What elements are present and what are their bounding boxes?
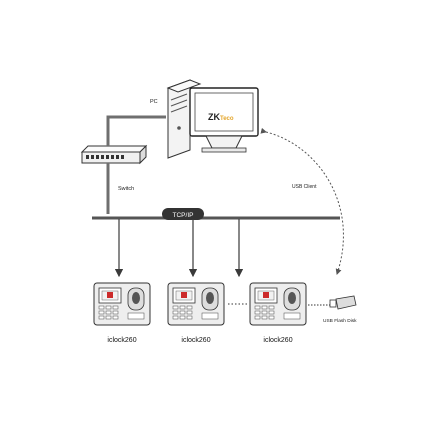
network-switch-icon xyxy=(80,144,148,165)
device-label-3: iclock260 xyxy=(263,337,292,344)
switch-label: Switch xyxy=(118,186,134,192)
desktop-pc-icon: ZKTeco xyxy=(166,79,259,159)
zkteco-logo: ZKTeco xyxy=(208,112,234,122)
pc-switch-cable xyxy=(106,115,166,146)
fingerprint-terminal-icon xyxy=(93,282,151,326)
pc-label: PC xyxy=(150,99,158,105)
fingerprint-terminal-icon xyxy=(167,282,225,326)
usb-flash-disk-label: USB Flash Disk xyxy=(323,318,357,324)
usb-client-link xyxy=(260,127,344,275)
device-label-2: iclock260 xyxy=(181,337,210,344)
fingerprint-terminal-icon xyxy=(249,282,307,326)
tcpip-badge: TCP/IP xyxy=(162,208,204,220)
usb-flash-disk-icon xyxy=(329,295,357,310)
tcpip-label: TCP/IP xyxy=(173,212,194,219)
device-label-1: iclock260 xyxy=(107,337,136,344)
usb-client-label: USB Client xyxy=(292,184,317,190)
